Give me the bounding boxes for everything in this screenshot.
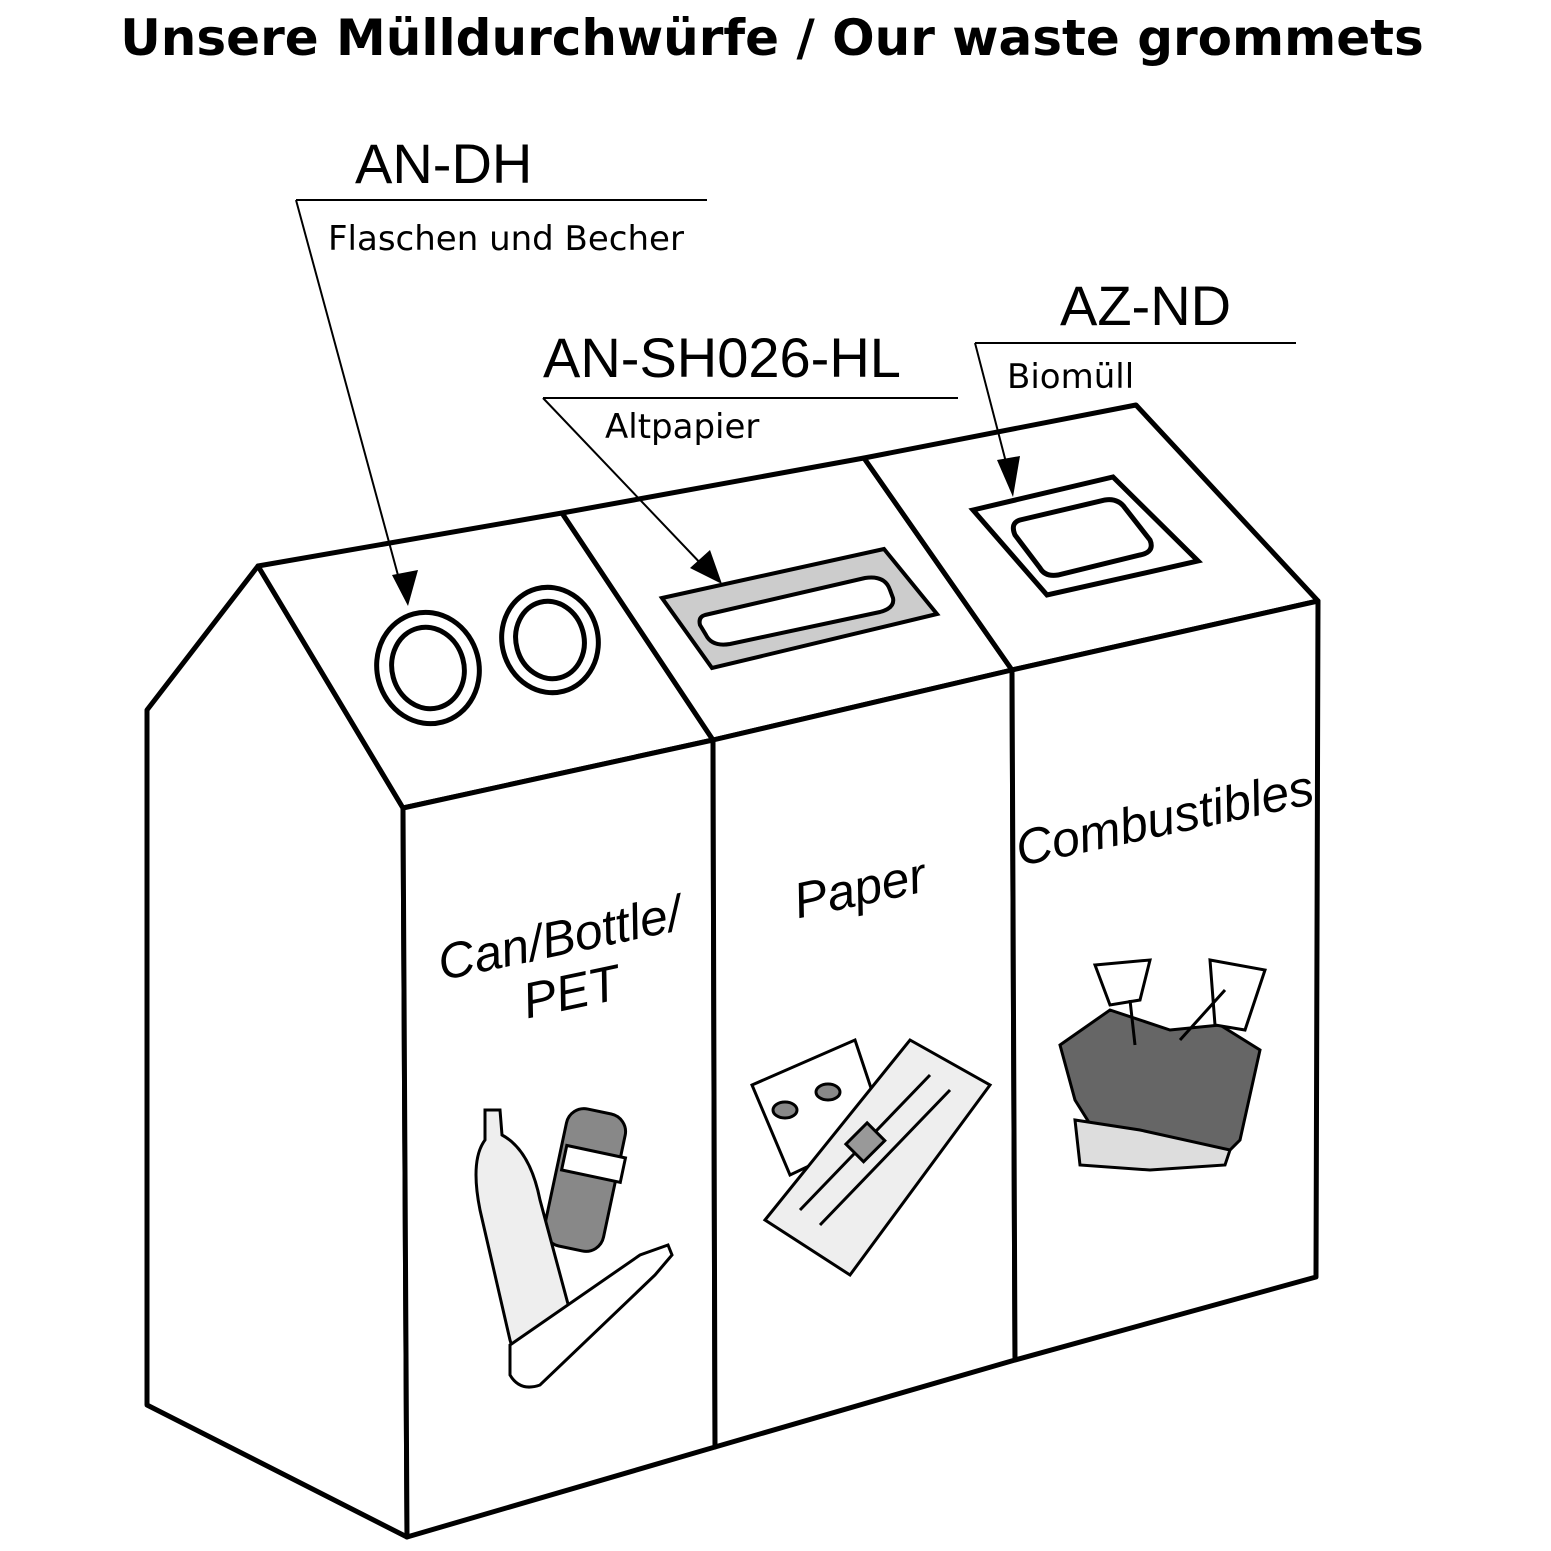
svg-text:Flaschen und Becher: Flaschen und Becher <box>328 219 684 259</box>
arrow-icon <box>392 570 418 606</box>
callout-az-nd: AZ-ND Biomüll <box>974 274 1296 497</box>
svg-text:Altpapier: Altpapier <box>605 407 759 447</box>
arrow-icon <box>690 550 722 584</box>
biowaste-grommet <box>968 474 1204 598</box>
svg-text:AN-DH: AN-DH <box>355 132 532 195</box>
svg-text:Biomüll: Biomüll <box>1007 357 1134 397</box>
page-title: Unsere Mülldurchwürfe / Our waste gromme… <box>120 9 1424 67</box>
newspaper-icon <box>750 1037 993 1278</box>
cans-bottles-icon <box>474 1107 674 1389</box>
combustibles-icon <box>1058 958 1267 1172</box>
can-bottle-grommets <box>374 584 601 727</box>
paper-slot-grommet <box>658 546 941 671</box>
svg-text:AZ-ND: AZ-ND <box>1060 274 1231 337</box>
callout-an-sh026-hl: AN-SH026-HL Altpapier <box>542 326 958 584</box>
arrow-icon <box>997 456 1020 497</box>
callout-an-dh: AN-DH Flaschen und Becher <box>295 132 707 606</box>
svg-text:AN-SH026-HL: AN-SH026-HL <box>543 326 901 389</box>
